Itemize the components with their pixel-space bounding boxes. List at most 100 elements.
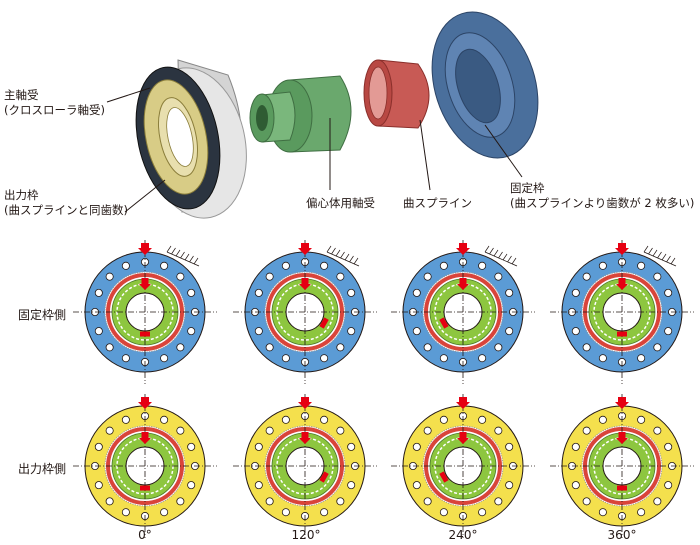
bolt-hole	[423, 343, 432, 352]
bolt-hole	[478, 261, 487, 270]
bolt-hole	[320, 261, 329, 270]
eccentric-marker	[319, 317, 329, 329]
bolt-hole	[582, 497, 591, 506]
bolt-hole	[412, 288, 421, 297]
bolt-hole	[265, 426, 274, 435]
ring-fixed-2	[391, 240, 535, 384]
bolt-hole	[653, 272, 662, 281]
bolt-hole	[176, 426, 185, 435]
bolt-hole	[160, 508, 169, 517]
bolt-hole	[105, 343, 114, 352]
bolt-hole	[105, 426, 114, 435]
bolt-hole	[582, 426, 591, 435]
ring-fixed-3	[550, 240, 694, 384]
bolt-hole	[160, 415, 169, 424]
bolt-hole	[664, 288, 673, 297]
bolt-hole	[505, 481, 514, 490]
bolt-hole	[187, 327, 196, 336]
bolt-hole	[254, 481, 263, 490]
bolt-hole	[336, 272, 345, 281]
bolt-hole	[439, 415, 448, 424]
bolt-hole	[187, 288, 196, 297]
bolt-hole	[121, 261, 130, 270]
bolt-hole	[478, 508, 487, 517]
position-arrow	[298, 243, 312, 255]
leader-lines	[106, 87, 523, 213]
bolt-hole	[187, 481, 196, 490]
eccentric-marker	[439, 317, 449, 329]
bolt-hole	[254, 327, 263, 336]
bolt-hole	[598, 261, 607, 270]
bolt-hole	[281, 261, 290, 270]
angle-label-360: 360°	[607, 528, 637, 542]
bolt-hole	[664, 327, 673, 336]
position-arrow	[138, 243, 152, 255]
output-frame-assembly	[135, 59, 247, 219]
spline-marker	[299, 432, 311, 444]
eccentric-marker	[140, 331, 150, 337]
ring-fixed-0	[73, 240, 217, 384]
bolt-hole	[494, 497, 503, 506]
bolt-hole	[94, 481, 103, 490]
spline-marker	[139, 432, 151, 444]
ring-fixed-1	[233, 240, 377, 384]
bolt-hole	[320, 354, 329, 363]
position-arrow	[138, 397, 152, 409]
bolt-hole	[494, 343, 503, 352]
position-arrow	[615, 397, 629, 409]
bolt-hole	[187, 442, 196, 451]
bolt-hole	[320, 508, 329, 517]
bolt-hole	[412, 327, 421, 336]
eccentric-bearing-part	[249, 75, 352, 153]
bolt-hole	[105, 497, 114, 506]
position-arrow	[456, 397, 470, 409]
bolt-hole	[582, 272, 591, 281]
spline-marker	[139, 278, 151, 290]
bolt-hole	[336, 497, 345, 506]
eccentric-marker	[617, 331, 627, 337]
bolt-hole	[423, 426, 432, 435]
bolt-hole	[571, 481, 580, 490]
bolt-hole	[478, 354, 487, 363]
bolt-hole	[637, 261, 646, 270]
curved-spline-label: 曲スプライン	[403, 196, 472, 210]
bolt-hole	[571, 327, 580, 336]
fixed-frame-part	[431, 11, 539, 159]
bolt-hole	[176, 497, 185, 506]
spline-marker	[457, 432, 469, 444]
bolt-hole	[664, 442, 673, 451]
bolt-hole	[336, 426, 345, 435]
bolt-hole	[637, 508, 646, 517]
curved-spline-part	[363, 59, 430, 129]
bolt-hole	[347, 327, 356, 336]
bolt-hole	[160, 354, 169, 363]
bolt-hole	[265, 343, 274, 352]
bolt-hole	[423, 497, 432, 506]
bolt-hole	[412, 481, 421, 490]
bolt-hole	[653, 497, 662, 506]
position-arrow	[456, 243, 470, 255]
angle-label-240: 240°	[448, 528, 478, 542]
bolt-hole	[281, 354, 290, 363]
ring-output-0	[73, 394, 217, 538]
fixed-frame-label: 固定枠 (曲スプラインより歯数が 2 枚多い)	[510, 181, 695, 210]
bolt-hole	[598, 354, 607, 363]
bolt-hole	[160, 261, 169, 270]
spline-marker	[457, 278, 469, 290]
bolt-hole	[347, 442, 356, 451]
bolt-hole	[439, 354, 448, 363]
spline-marker	[616, 432, 628, 444]
ring-output-2	[391, 394, 535, 538]
bolt-hole	[439, 508, 448, 517]
bolt-hole	[598, 415, 607, 424]
angle-label-0: 0°	[138, 528, 152, 542]
eccentric-marker	[617, 485, 627, 491]
bolt-hole	[494, 426, 503, 435]
spline-marker	[616, 278, 628, 290]
bolt-hole	[505, 327, 514, 336]
bolt-hole	[320, 415, 329, 424]
bolt-hole	[121, 508, 130, 517]
bolt-hole	[94, 442, 103, 451]
bolt-hole	[412, 442, 421, 451]
